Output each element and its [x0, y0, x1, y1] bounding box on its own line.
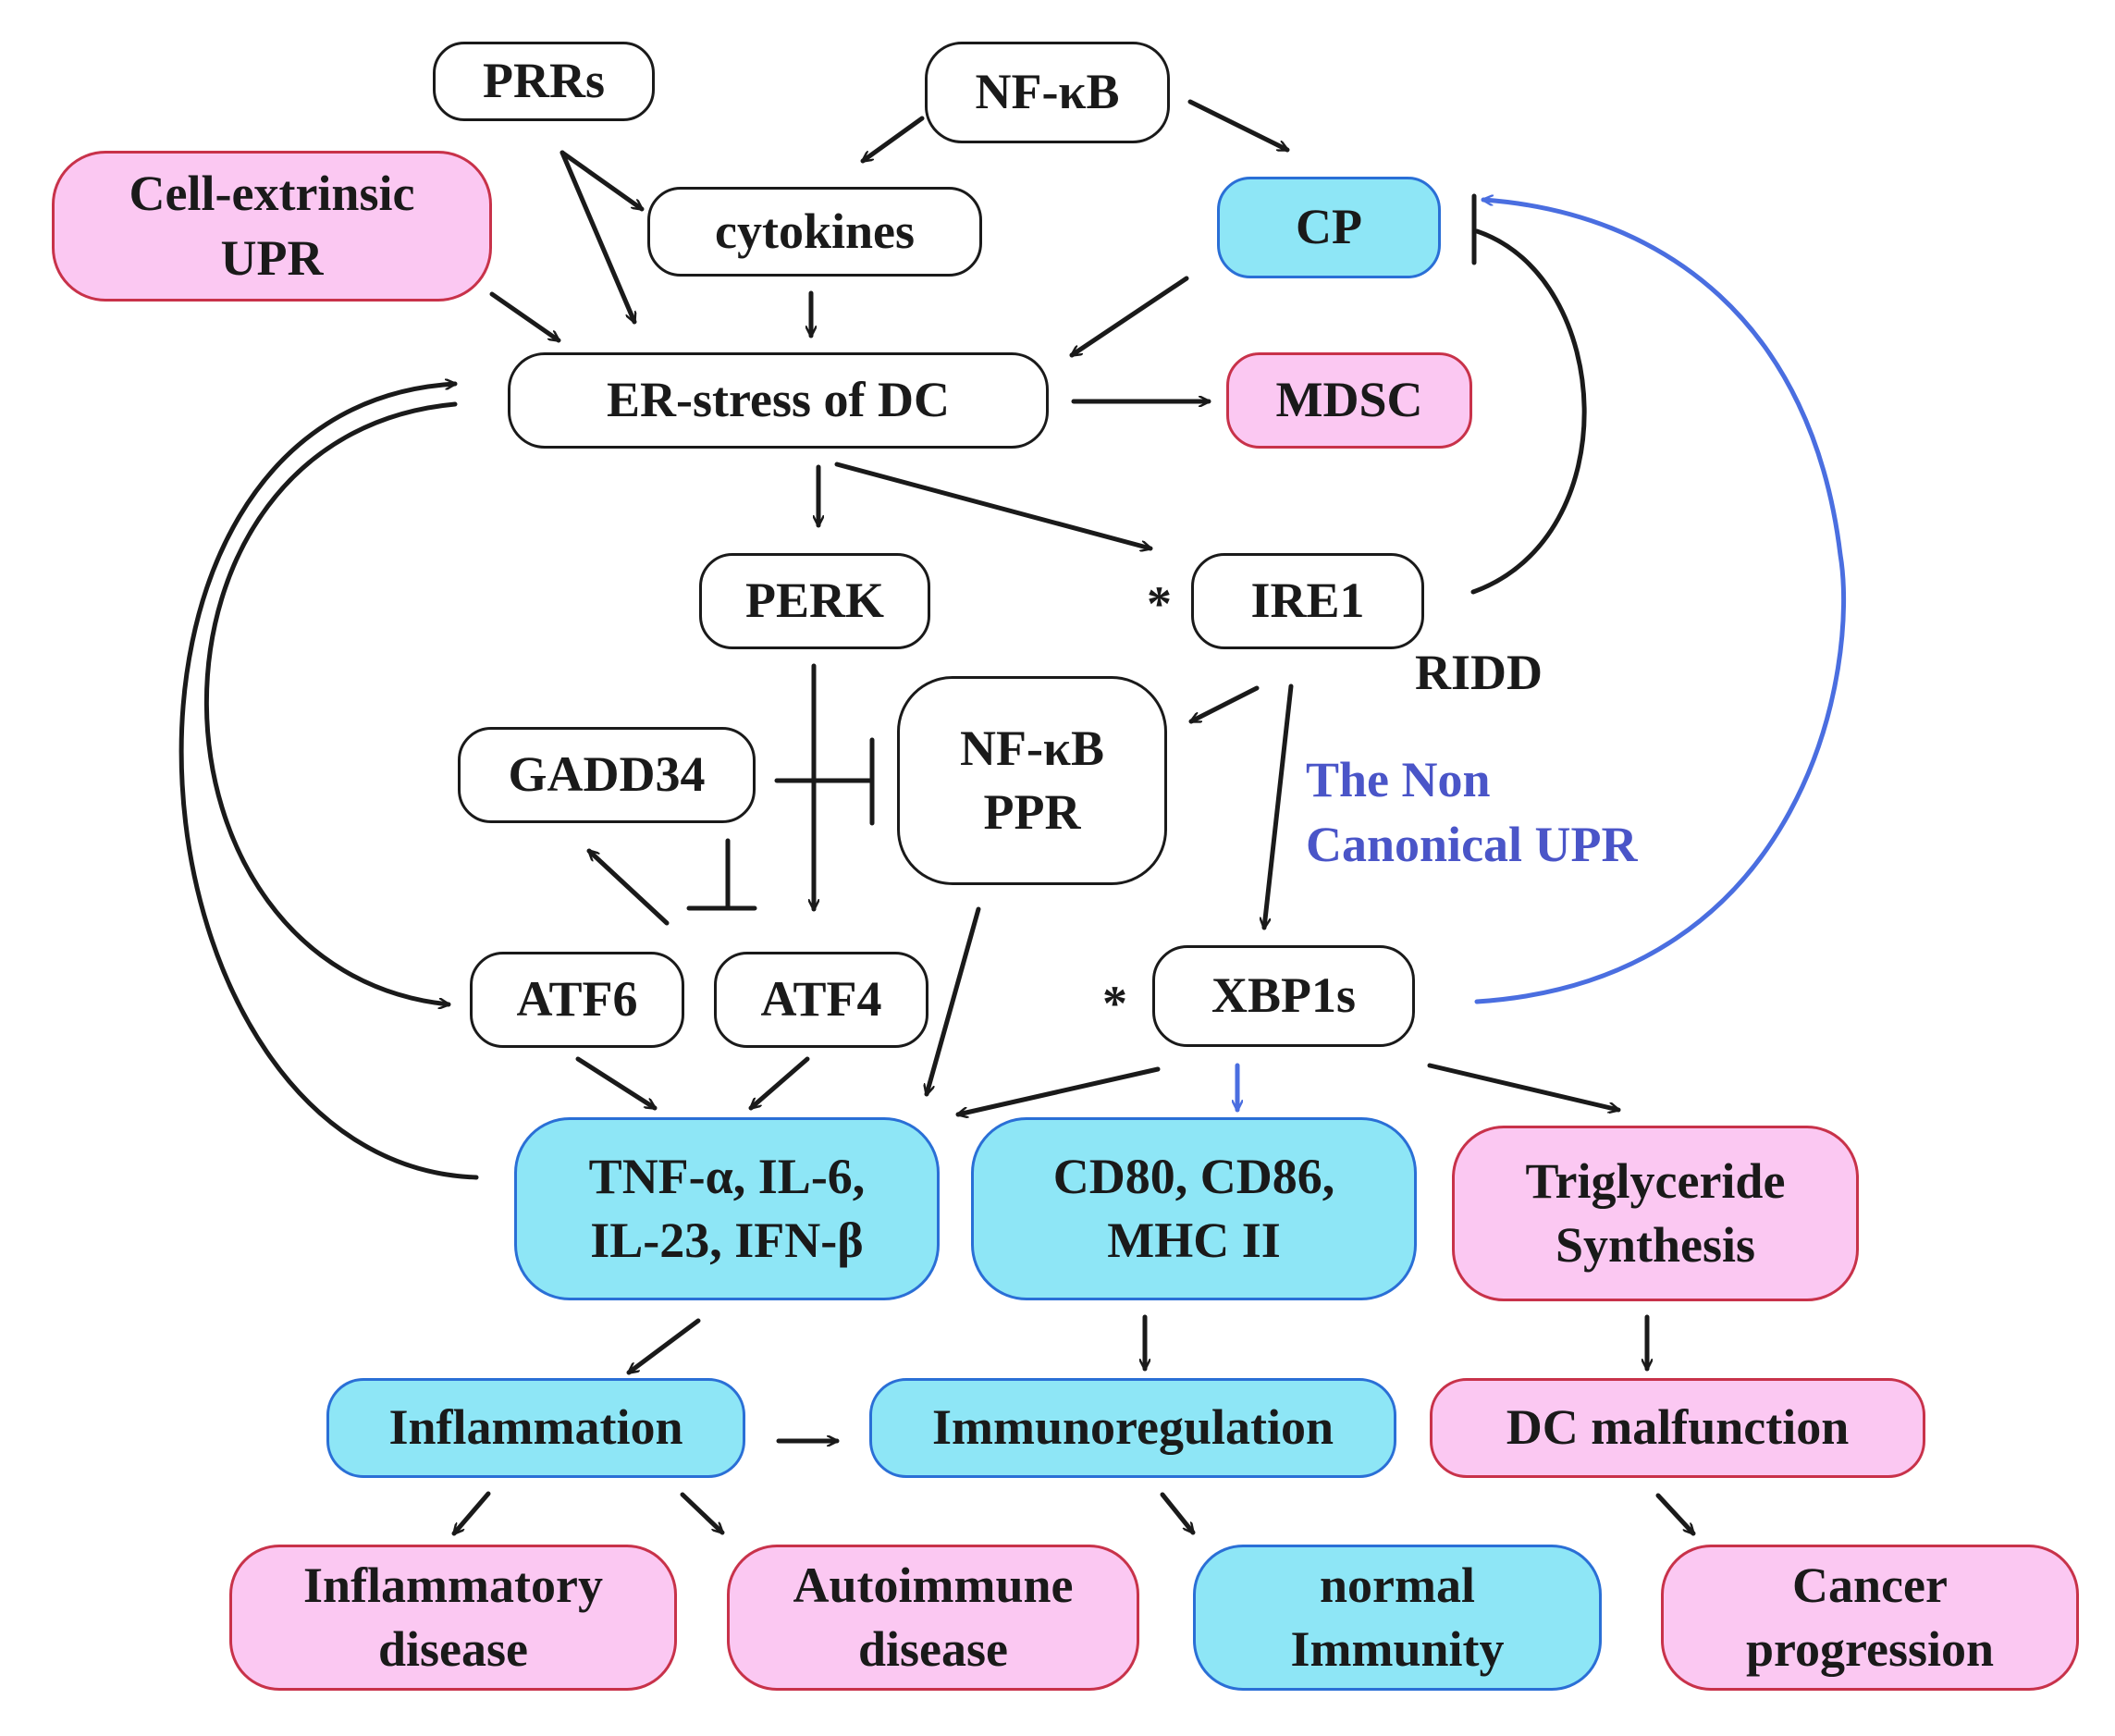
- node-immunoregulation: Immunoregulation: [869, 1378, 1396, 1478]
- edge-er-stress-ire1: [834, 462, 1150, 548]
- node-inflammation: Inflammation: [326, 1378, 745, 1478]
- node-atf6: ATF6: [470, 952, 684, 1048]
- edge-xbp1s-inhibits-cp-noncanonical: [1474, 200, 1847, 1004]
- edge-nfkb-ppr-tnf: [927, 906, 981, 1094]
- node-cp: CP: [1217, 177, 1441, 278]
- ridd-label: RIDD: [1415, 645, 1543, 700]
- node-perk: PERK: [699, 553, 930, 649]
- node-nfkb-top: NF-κB: [925, 42, 1170, 143]
- edge-ire1-inhibits-cp: [1470, 228, 1587, 595]
- node-mdsc: MDSC: [1226, 352, 1472, 449]
- edge-prrs-er-stress: [559, 150, 637, 322]
- edge-tnf-inflammation: [629, 1318, 701, 1375]
- node-atf4: ATF4: [714, 952, 928, 1048]
- node-dc-malfunction: DC malfunction: [1430, 1378, 1925, 1478]
- node-nfkb-ppr: NF-κB PPR: [897, 676, 1167, 885]
- node-prrs: PRRs: [433, 42, 655, 121]
- edge-atf6-tnf: [575, 1056, 655, 1111]
- edge-dc-malfunction-cancer: [1655, 1493, 1693, 1533]
- edge-ire1-nfkb-ppr: [1191, 685, 1260, 724]
- edge-xbp1s-triglyceride: [1427, 1063, 1618, 1110]
- node-gadd34: GADD34: [458, 727, 756, 823]
- asterisk-xbp1s: *: [1102, 976, 1127, 1031]
- edge-atf4-gadd34: [589, 851, 670, 926]
- edge-nfkb-cp: [1187, 99, 1287, 153]
- node-normal-immunity: normal Immunity: [1193, 1545, 1602, 1691]
- node-cd-group: CD80, CD86, MHC II: [971, 1117, 1417, 1300]
- edge-cp-er-stress: [1072, 276, 1189, 358]
- edge-ire1-xbp1s: [1264, 683, 1294, 930]
- node-cytokines: cytokines: [647, 187, 982, 277]
- asterisk-ire1: *: [1147, 576, 1172, 632]
- node-inflammatory-disease: Inflammatory disease: [229, 1545, 677, 1691]
- node-xbp1s: XBP1s: [1152, 945, 1415, 1047]
- node-er-stress: ER-stress of DC: [508, 352, 1049, 449]
- edge-prrs-cytokines: [559, 150, 642, 212]
- edge-atf4-tnf: [751, 1056, 810, 1108]
- edge-xbp1s-tnf: [955, 1066, 1161, 1114]
- edge-extrinsic-er-stress: [489, 291, 559, 343]
- edge-nfkb-cytokines: [863, 116, 925, 164]
- noncanonical-upr-label: The Non Canonical UPR: [1306, 752, 1638, 873]
- edge-tnf-er-stress: [178, 384, 479, 1180]
- edge-inflammation-inflammatory-disease: [454, 1491, 491, 1533]
- edge-inflammation-autoimmune-disease: [680, 1492, 722, 1533]
- node-ire1: IRE1: [1191, 553, 1424, 649]
- node-cell-extrinsic-upr: Cell-extrinsic UPR: [52, 151, 492, 302]
- node-cancer-progression: Cancer progression: [1661, 1545, 2079, 1691]
- node-autoimmune-disease: Autoimmune disease: [727, 1545, 1139, 1691]
- edge-immunoregulation-normal-immunity: [1160, 1492, 1196, 1533]
- node-triglyceride: Triglyceride Synthesis: [1452, 1126, 1859, 1301]
- edge-er-stress-atf6: [203, 401, 458, 1004]
- node-tnf-group: TNF-α, IL-6, IL-23, IFN-β: [514, 1117, 940, 1300]
